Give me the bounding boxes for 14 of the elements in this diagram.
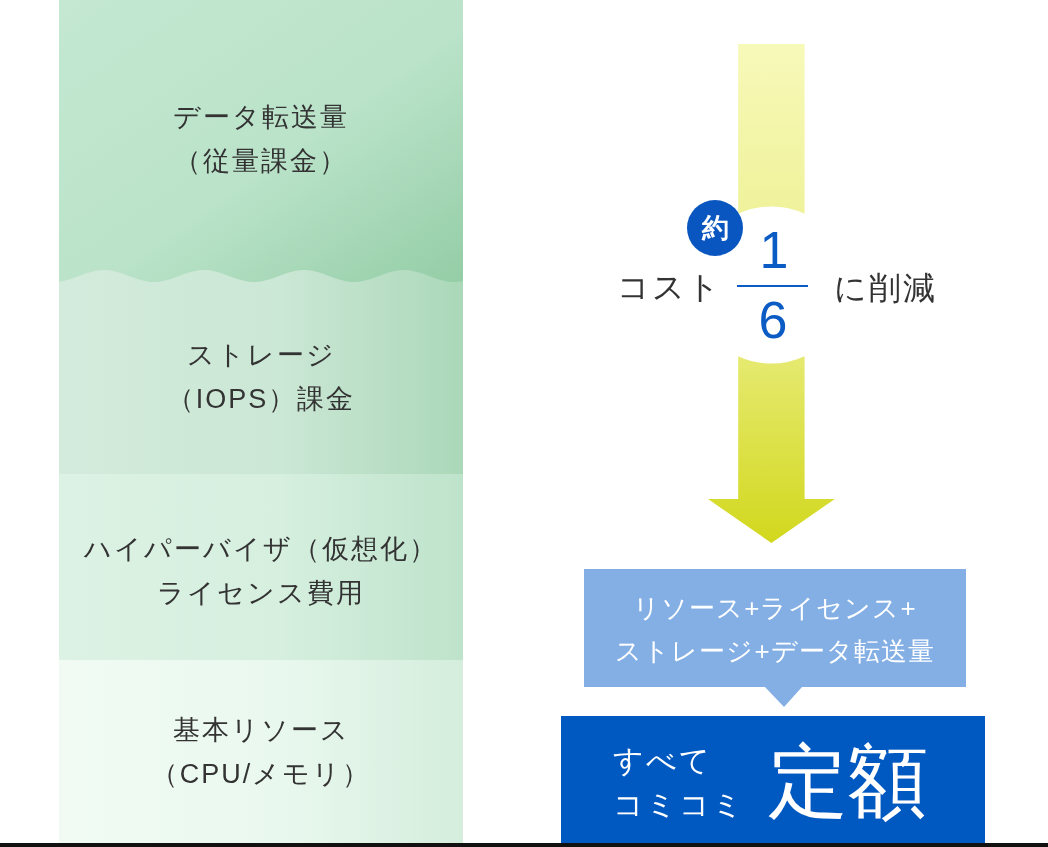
headline-text: 定額 — [768, 742, 928, 822]
layer-band: 基本リソース（CPU/メモリ） — [59, 660, 463, 843]
label-text: コスト — [616, 271, 722, 303]
fraction-denominator: 6 — [758, 294, 788, 346]
layer-band: ストレージ（IOPS）課金 — [59, 268, 463, 474]
circle-badge: 約 — [687, 200, 743, 256]
fraction-numerator: 1 — [759, 224, 789, 276]
callout-box: リソース+ライセンス+ストレージ+データ転送量 — [584, 569, 966, 707]
label-text: に削減 — [833, 272, 937, 304]
layer-band: ハイパーバイザ（仮想化）ライセンス費用 — [59, 474, 463, 660]
arrow — [708, 44, 835, 543]
tagline-text: すべてコミコミ — [613, 743, 745, 823]
layer-band: データ転送量（従量課金） — [59, 0, 463, 283]
highlight-box — [561, 716, 985, 843]
